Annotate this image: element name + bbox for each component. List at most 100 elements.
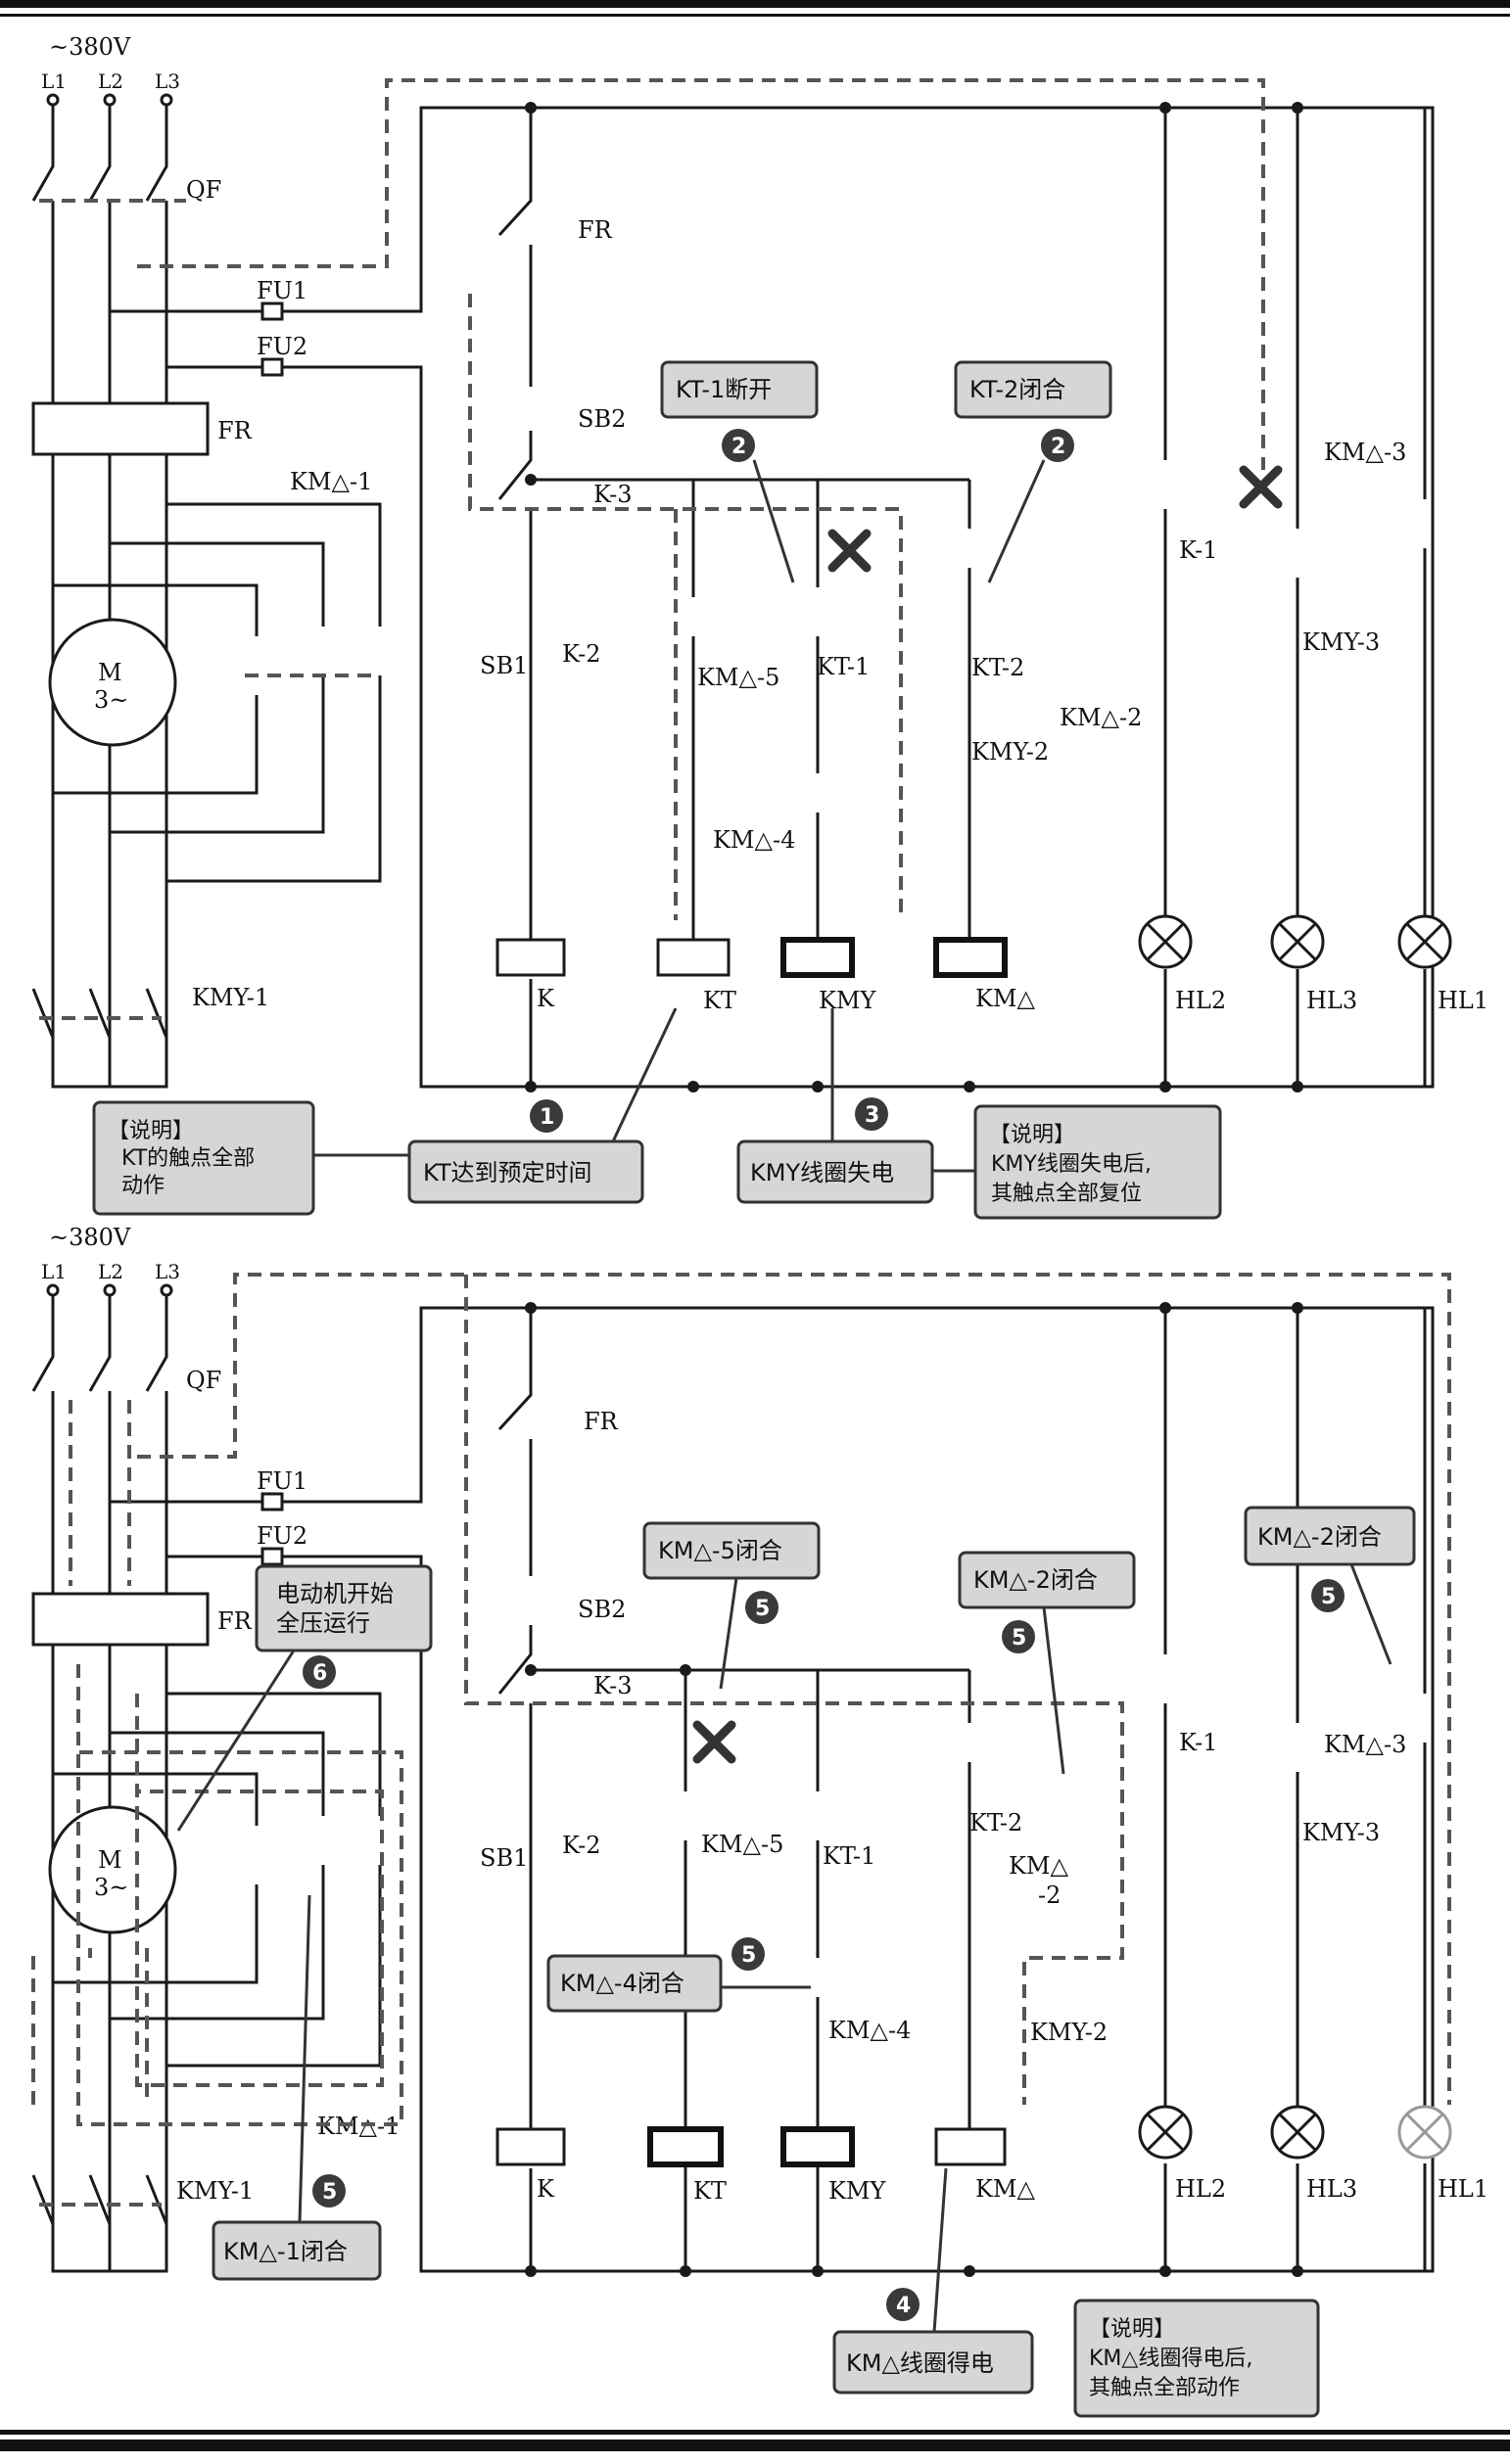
- bottom-border: [0, 2440, 1510, 2451]
- bottom-border-thin: [0, 2430, 1510, 2435]
- fuse-fu1: [260, 302, 284, 321]
- kmy-3-label-b: KMY-3: [1302, 1819, 1380, 1846]
- svg-text:4: 4: [896, 2294, 911, 2318]
- badge-top-2b: 2: [1041, 429, 1074, 462]
- note-top-left: 【说明】 KT的触点全部 动作: [92, 1100, 315, 1216]
- delta-wiring-b: [53, 1692, 382, 2068]
- coil-kmy: [780, 937, 855, 978]
- hl1-label-b: HL1: [1438, 2175, 1488, 2203]
- fr-label: FR: [578, 216, 613, 244]
- top-border: [0, 0, 1510, 8]
- panel-bottom: ~380V L1 L2 L3 QF FU1 FU2 FR M 3~ KM△-1 …: [31, 1224, 1488, 2418]
- hl2-label: HL2: [1175, 987, 1226, 1014]
- svg-text:电动机开始: 电动机开始: [276, 1580, 394, 1607]
- callout-km1-closed: KM△-1闭合: [212, 2220, 382, 2281]
- hl2-label-b: HL2: [1175, 2175, 1226, 2203]
- qf-label: QF: [186, 176, 221, 204]
- top-border-thin: [0, 14, 1510, 17]
- badge-b-6: 6: [303, 1655, 336, 1689]
- svg-text:KT达到预定时间: KT达到预定时间: [423, 1159, 592, 1186]
- callout-kt1-open: KT-1断开: [660, 360, 819, 419]
- terminal-l2: [103, 93, 117, 107]
- kmy-1-label: KMY-1: [192, 984, 269, 1011]
- k3-label-b: K-3: [593, 1672, 633, 1699]
- qf-label-b: QF: [186, 1367, 221, 1394]
- callout-km2-closed-right: KM△-2闭合: [1244, 1506, 1416, 1566]
- callout-motor-full: 电动机开始 全压运行: [255, 1564, 433, 1652]
- kt1-label: KT-1: [817, 653, 870, 680]
- svg-text:3: 3: [865, 1103, 879, 1128]
- lamp-hl1-b: [1397, 2105, 1452, 2160]
- supply-label-b: ~380V: [49, 1224, 131, 1251]
- svg-text:【说明】: 【说明】: [989, 1123, 1075, 1147]
- svg-text:KT-2闭合: KT-2闭合: [969, 376, 1065, 403]
- km-delta-4-label: KM△-4: [713, 826, 795, 854]
- fr-thermal-block: [31, 401, 210, 456]
- fu2-label-b: FU2: [257, 1522, 307, 1550]
- kmy-1-contacts: [31, 988, 168, 1039]
- svg-text:2: 2: [731, 435, 746, 459]
- callout-kmy-lose: KMY线圈失电: [736, 1139, 934, 1204]
- phase-l2-label-b: L2: [98, 1260, 123, 1283]
- column-wires: [691, 607, 971, 940]
- badge-top-3: 3: [855, 1097, 888, 1131]
- lamp-hl2: [1138, 914, 1193, 969]
- callout-arrows-top: [752, 459, 1046, 583]
- km-delta-4-label-b: KM△-4: [828, 2017, 911, 2044]
- motor-3-label: 3~: [94, 686, 128, 714]
- coil-kmd: [933, 937, 1008, 978]
- callout-km2-closed: KM△-2闭合: [958, 1551, 1136, 1609]
- svg-text:5: 5: [1012, 1626, 1026, 1650]
- coil-k: [495, 938, 566, 977]
- note-top-right: 【说明】 KMY线圈失电后, 其触点全部复位: [973, 1104, 1222, 1220]
- svg-text:KM△线圈得电后,: KM△线圈得电后,: [1089, 2347, 1252, 2371]
- badge-b-5c: 5: [1311, 1579, 1345, 1612]
- km-delta-2-label-b-b: -2: [1038, 1882, 1061, 1909]
- coil-kt-b: [647, 2126, 724, 2167]
- svg-text:KM△-2闭合: KM△-2闭合: [1257, 1523, 1382, 1551]
- kmy-2-label-b: KMY-2: [1030, 2019, 1108, 2046]
- motor-m-label: M: [98, 659, 122, 686]
- km-delta-2-label: KM△-2: [1060, 704, 1142, 731]
- svg-text:KM△-5闭合: KM△-5闭合: [658, 1537, 782, 1564]
- coil-kmd-label-b: KM△: [975, 2175, 1036, 2203]
- lamp-hl1: [1397, 914, 1452, 969]
- badge-b-5d: 5: [731, 1937, 765, 1971]
- badge-b-5e: 5: [312, 2174, 346, 2208]
- coil-kmy-label: KMY: [819, 987, 877, 1014]
- km-delta-1-label: KM△-1: [290, 468, 372, 495]
- qf-breaker: [31, 105, 168, 202]
- coil-kmy-b: [780, 2126, 855, 2167]
- motor-icon-b: [48, 1805, 177, 1934]
- arrows-bottom: [176, 1563, 1392, 2333]
- fuse-fu2: [260, 357, 284, 377]
- hl1-label: HL1: [1438, 987, 1488, 1014]
- motor-current-paths: [31, 1400, 403, 2126]
- fr-thermal-block-b: [31, 1592, 210, 1647]
- callout-kt-time: KT达到预定时间: [407, 1139, 644, 1204]
- fr-main-label-b: FR: [217, 1607, 253, 1635]
- svg-text:KMY线圈失电: KMY线圈失电: [750, 1159, 894, 1186]
- svg-text:【说明】: 【说明】: [1089, 2317, 1175, 2342]
- fr-label-b: FR: [584, 1408, 619, 1435]
- coil-kmd-label: KM△: [975, 985, 1036, 1012]
- qf-breaker-b: [31, 1295, 168, 1392]
- k2-label-b: K-2: [562, 1832, 601, 1859]
- control-supply-wires-b: [110, 1306, 1435, 2273]
- motor-3-label-b: 3~: [94, 1874, 128, 1901]
- phase-l3-label-b: L3: [155, 1260, 180, 1283]
- coil-k-label-b: K: [537, 2175, 555, 2203]
- terminal-l1: [46, 93, 60, 107]
- lamp-column-wires: [1163, 108, 1427, 1087]
- svg-text:5: 5: [755, 1597, 770, 1621]
- lamp-hl3: [1270, 914, 1325, 969]
- k1-label: K-1: [1179, 536, 1218, 564]
- fu1-label-b: FU1: [257, 1467, 307, 1495]
- km-delta-2-label-a-b: KM△: [1009, 1852, 1069, 1880]
- k2-label: K-2: [562, 640, 601, 668]
- coil-kt-label-b: KT: [693, 2177, 727, 2205]
- lamp-hl2-b: [1138, 2105, 1193, 2160]
- svg-text:全压运行: 全压运行: [276, 1609, 370, 1637]
- badge-b-4: 4: [886, 2288, 920, 2321]
- column-k-b: [497, 1308, 533, 2271]
